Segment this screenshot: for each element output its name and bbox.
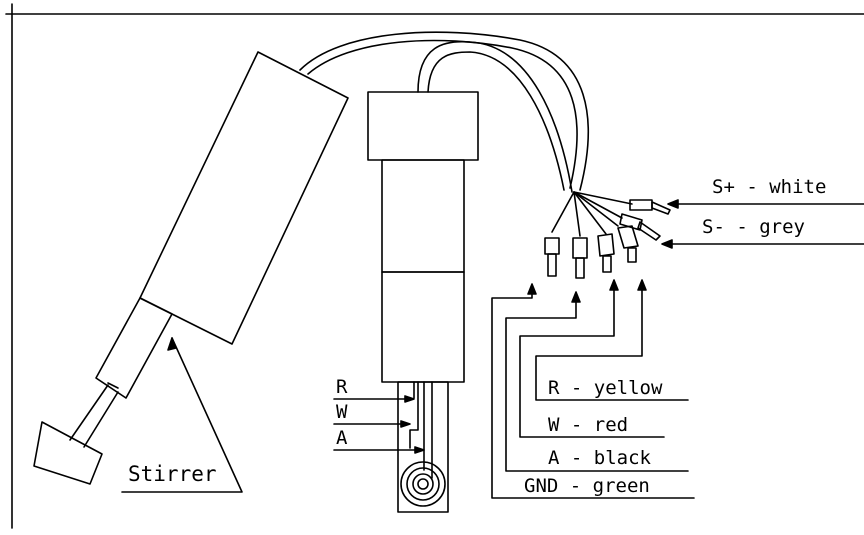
pin-r-tip bbox=[627, 247, 637, 263]
pin-s-plus-tip bbox=[651, 201, 671, 215]
label-a-black: A - black bbox=[548, 447, 652, 469]
cables bbox=[299, 31, 589, 193]
stirrer-cable-inner bbox=[307, 39, 578, 189]
electrode-internal-wires bbox=[409, 381, 433, 479]
label-s-minus: S- - grey bbox=[702, 216, 805, 238]
label-w-red: W - red bbox=[548, 414, 628, 436]
label-electrode-a: A bbox=[336, 427, 348, 449]
pin-s-plus bbox=[629, 199, 653, 211]
label-gnd-green: GND - green bbox=[524, 475, 650, 497]
pin-gnd bbox=[544, 237, 560, 255]
electrode-lower-body bbox=[381, 271, 465, 383]
route-r-yellow bbox=[535, 287, 689, 401]
s-pointers bbox=[661, 199, 864, 249]
wire-routing-lines bbox=[491, 279, 695, 499]
electrode-cable-inner bbox=[427, 51, 565, 191]
stirrer-cable bbox=[299, 31, 589, 191]
wire-fanout bbox=[551, 191, 633, 237]
electrode-pointers bbox=[333, 395, 425, 454]
electrode-assembly bbox=[367, 91, 479, 513]
stirrer-motor-body bbox=[139, 51, 349, 345]
pin-a bbox=[572, 237, 588, 259]
label-electrode-r: R bbox=[336, 376, 348, 398]
label-s-plus: S+ - white bbox=[712, 176, 826, 198]
label-r-yellow: R - yellow bbox=[548, 377, 663, 399]
pin-w bbox=[597, 233, 615, 257]
pin-w-tip bbox=[602, 255, 612, 273]
pin-s-minus-tip bbox=[637, 221, 661, 241]
route-gnd-green bbox=[491, 291, 695, 499]
label-electrode-w: W bbox=[336, 401, 348, 423]
pin-a-tip bbox=[575, 257, 585, 279]
border-frame bbox=[5, 3, 864, 529]
pin-gnd-tip bbox=[547, 253, 557, 277]
electrode-spiral-sensor bbox=[400, 461, 446, 507]
electrode-tip-tube bbox=[397, 381, 449, 513]
stirrer-shaft bbox=[69, 384, 119, 448]
electrode-cap bbox=[367, 91, 479, 161]
route-w-red bbox=[519, 287, 665, 438]
electrode-cable bbox=[417, 40, 573, 193]
pin-r bbox=[617, 225, 639, 249]
stirrer-label: Stirrer bbox=[128, 462, 217, 486]
stirrer-label-leader bbox=[121, 337, 243, 493]
stirrer-assembly: Stirrer bbox=[33, 51, 349, 493]
connector-pins bbox=[544, 199, 671, 279]
electrode-upper-body bbox=[381, 159, 465, 273]
stirrer-propeller bbox=[33, 421, 103, 485]
route-a-black bbox=[505, 299, 689, 472]
stirrer-collar bbox=[95, 297, 173, 399]
